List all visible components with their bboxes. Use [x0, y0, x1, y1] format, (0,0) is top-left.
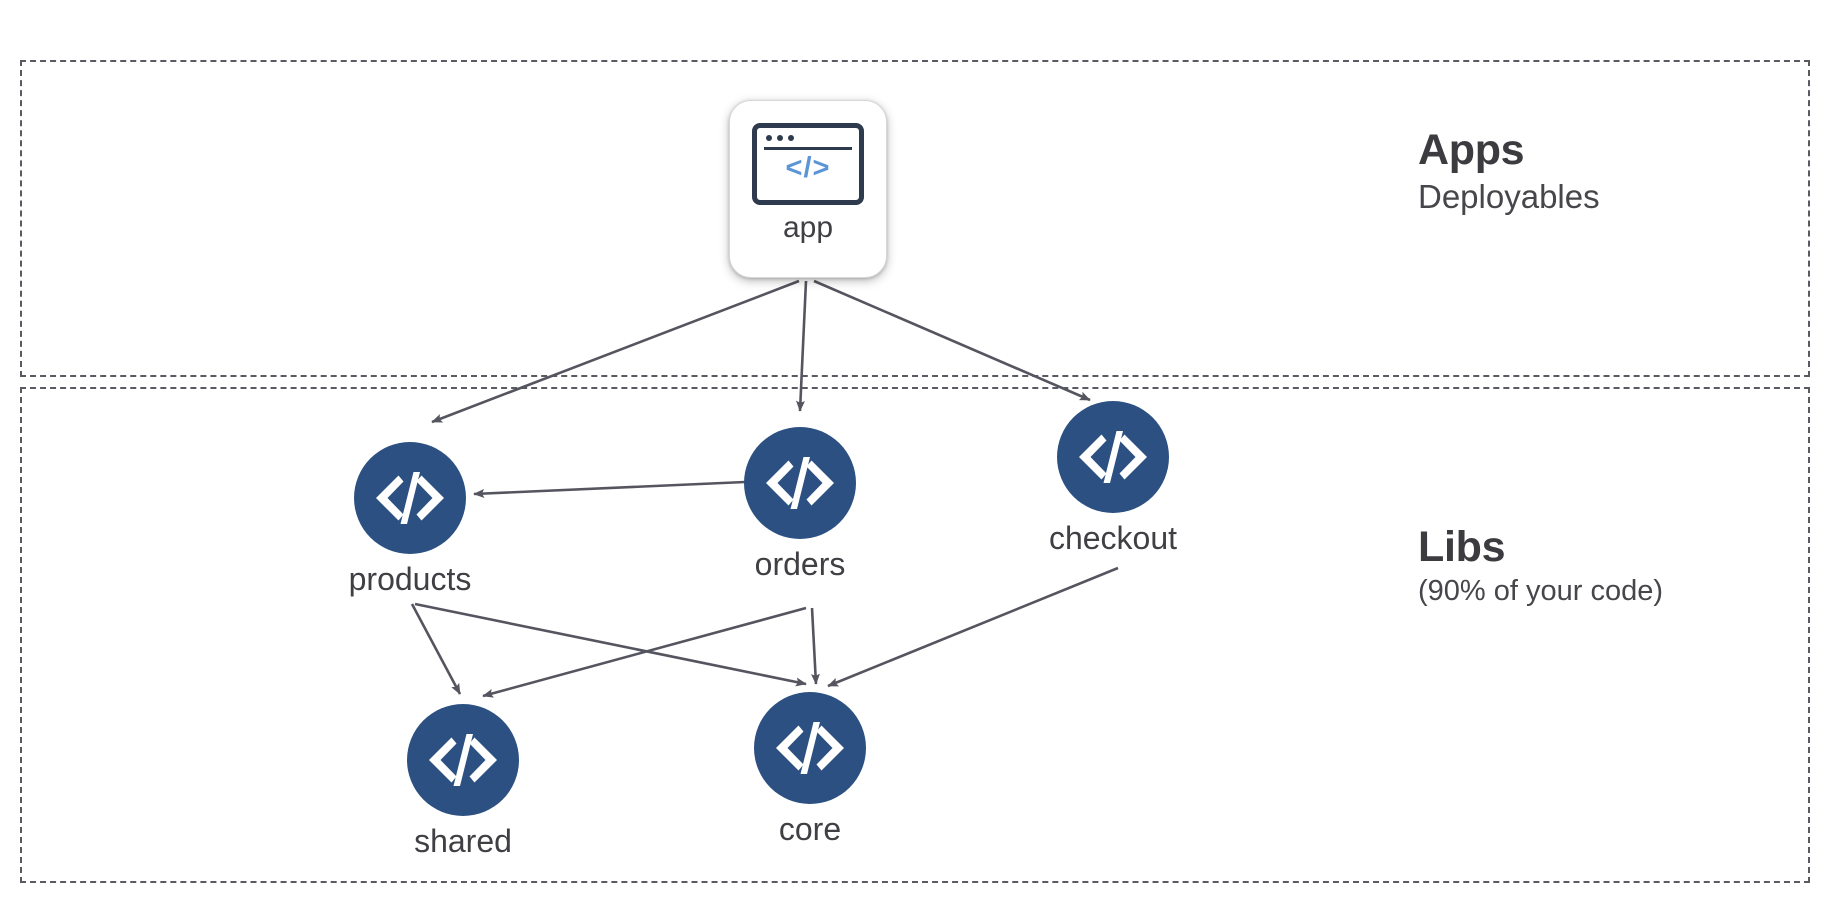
zone-apps-subtitle: Deployables	[1418, 178, 1600, 216]
code-brackets-icon	[754, 692, 866, 804]
window-titlebar-rule	[764, 147, 852, 150]
browser-code-icon: </>	[752, 123, 864, 205]
zone-libs-caption: Libs (90% of your code)	[1418, 523, 1664, 609]
node-shared[interactable]: shared	[353, 704, 573, 859]
node-core[interactable]: core	[700, 692, 920, 847]
code-brackets-glyph: </>	[785, 152, 831, 184]
node-shared-label: shared	[414, 823, 512, 859]
node-core-label: core	[778, 811, 842, 847]
zone-libs-subtitle: (90% of your code)	[1418, 575, 1664, 608]
node-app[interactable]: </> app	[729, 100, 887, 278]
code-brackets-icon	[407, 704, 519, 816]
zone-libs-title: Libs	[1418, 523, 1506, 571]
zone-apps-caption: Apps Deployables	[1418, 126, 1600, 217]
node-orders-label: orders	[754, 546, 846, 582]
node-orders[interactable]: orders	[690, 427, 910, 582]
node-checkout[interactable]: checkout	[1003, 401, 1223, 556]
node-products-label: products	[348, 561, 472, 597]
node-checkout-label: checkout	[1048, 520, 1178, 556]
window-dots-icon	[766, 135, 794, 141]
code-brackets-icon	[1057, 401, 1169, 513]
zone-apps-boundary	[20, 60, 1810, 377]
code-brackets-icon	[744, 427, 856, 539]
node-app-label: app	[782, 211, 834, 244]
code-brackets-icon	[354, 442, 466, 554]
node-products[interactable]: products	[300, 442, 520, 597]
zone-apps-title: Apps	[1418, 126, 1525, 174]
